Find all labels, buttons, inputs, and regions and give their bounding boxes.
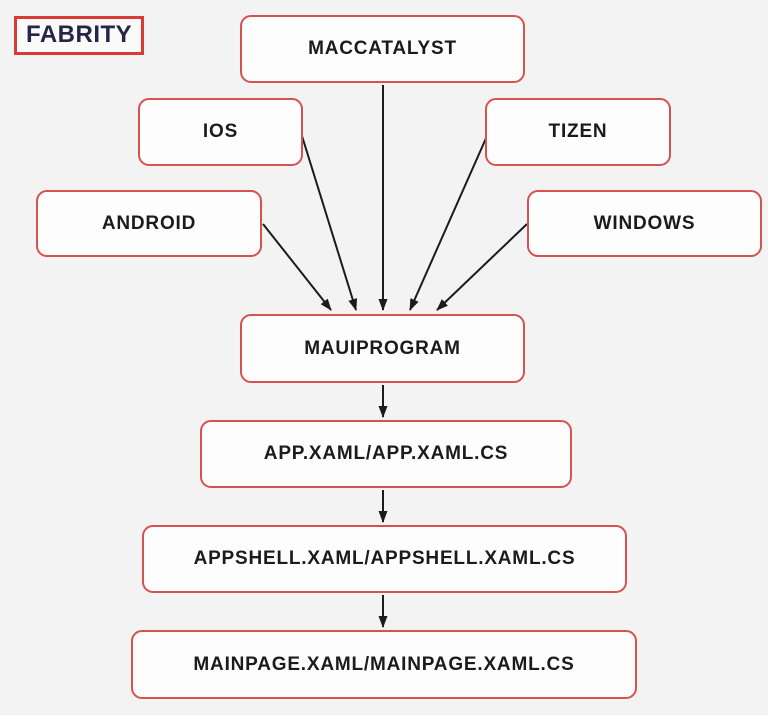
edge-ios-mauiprogram xyxy=(301,135,358,311)
node-appshell-xaml: APPSHELL.XAML/APPSHELL.XAML.CS xyxy=(142,525,627,593)
node-label: WINDOWS xyxy=(593,212,696,234)
node-windows: WINDOWS xyxy=(527,190,762,257)
edge-tizen-mauiprogram xyxy=(409,135,488,311)
node-ios: IOS xyxy=(138,98,303,166)
node-label: MAINPAGE.XAML/MAINPAGE.XAML.CS xyxy=(193,653,575,675)
node-label: APP.XAML/APP.XAML.CS xyxy=(263,443,509,464)
node-mainpage-xaml: MAINPAGE.XAML/MAINPAGE.XAML.CS xyxy=(131,630,637,699)
node-android: ANDROID xyxy=(36,190,262,257)
node-maccatalyst: MACCATALYST xyxy=(240,15,525,83)
node-label: ANDROID xyxy=(101,212,197,234)
fabrity-logo: FABRITY xyxy=(14,16,145,55)
node-label: IOS xyxy=(202,121,239,142)
node-label: MACCATALYST xyxy=(308,38,457,59)
node-label: TIZEN xyxy=(548,121,608,142)
node-label: MAUIPROGRAM xyxy=(304,337,461,359)
edge-windows-mauiprogram xyxy=(436,223,528,311)
node-app-xaml: APP.XAML/APP.XAML.CS xyxy=(200,420,572,488)
edge-android-mauiprogram xyxy=(262,223,332,311)
node-mauiprogram: MAUIPROGRAM xyxy=(240,314,525,383)
node-label: APPSHELL.XAML/APPSHELL.XAML.CS xyxy=(193,548,576,569)
node-tizen: TIZEN xyxy=(485,98,671,166)
